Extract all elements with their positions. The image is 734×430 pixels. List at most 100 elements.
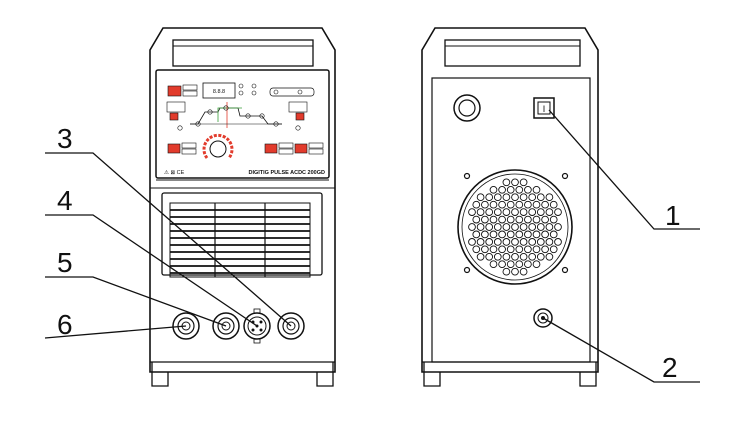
fan-hole [511,238,519,246]
rear-casing [421,27,599,373]
fan-hole [536,252,545,261]
rear-fan [457,169,573,285]
fan-hole [506,200,515,209]
fan-hole [498,260,506,269]
fan-hole [502,223,511,231]
panel-marks: ⚠ ⊠ CE [164,169,185,176]
fan-hole [536,193,545,202]
fan-hole [532,185,541,194]
fan-hole [524,230,532,239]
fan-hole [502,267,511,276]
fan-hole [489,230,498,239]
fan-hole [493,252,502,261]
fan-hole [524,185,532,194]
fan-hole [506,185,515,194]
rear-cable-gland [453,94,481,122]
fan-hole [472,215,481,224]
vent-slats [170,209,310,274]
fan-hole [545,223,554,231]
fan-hole [528,223,537,231]
fan-hole [545,252,554,261]
fan-hole [489,200,498,209]
control-knob [209,140,227,158]
fan-hole [481,245,489,254]
fan-hole [481,230,489,239]
fan-hole [536,208,545,216]
callouts: 1 2 3 4 5 6 [44,109,700,383]
fan-hole [519,252,528,261]
fan-hole [511,223,519,231]
fan-hole [541,215,549,224]
fan-hole [498,200,506,209]
fan-hole [468,238,476,246]
fan-hole [502,238,511,246]
rear-view: I [421,27,599,387]
rear-panel [431,77,591,363]
fan-hole [498,185,506,194]
power-switch: I [533,97,555,119]
rear-foot-right [579,362,597,387]
fan-hole [519,178,528,187]
fan-hole [493,238,502,246]
fan-hole [476,238,485,246]
front-vent [161,192,323,276]
fan-hole [519,208,528,216]
fan-hole [506,230,515,239]
fan-hole [536,223,545,231]
fan-hole [528,193,537,202]
panel-button-red [167,85,182,97]
fan-hole [524,245,532,254]
fan-hole [528,208,537,216]
fan-hole [515,215,524,224]
fan-hole [485,223,494,231]
fan-hole [502,208,511,216]
fan-hole [489,245,498,254]
fan-hole [511,193,519,202]
fan-hole [532,215,541,224]
fan-hole [511,252,519,261]
leader-line-5 [45,276,227,327]
fan-hole [493,223,502,231]
fan-hole [468,208,476,216]
front-socket-right [277,312,305,340]
model-label: DIGITIG PULSE ACDC 200GD [248,170,325,176]
front-foot-left [151,362,169,387]
callout-4: 4 [57,185,73,216]
fan-hole [545,193,554,202]
fan-hole [511,178,519,187]
fan-hole [524,215,532,224]
fan-hole [485,193,494,202]
fan-hole [468,223,476,231]
fan-hole [515,200,524,209]
fan-hole [536,238,545,246]
fan-hole [515,230,524,239]
fan-hole [502,252,511,261]
fan-hole [545,238,554,246]
fan-hole [515,260,524,269]
fan-hole [506,215,515,224]
callout-5: 5 [57,247,73,278]
fan-hole [519,223,528,231]
fan-hole [506,245,515,254]
fan-hole [541,230,549,239]
fan-hole [506,260,515,269]
fan-hole [549,230,558,239]
fan-hole [502,193,511,202]
switch-glyph: I [543,104,546,114]
callout-6: 6 [57,309,73,340]
front-casing [149,27,336,373]
fan-hole [541,200,549,209]
fan-hole [472,245,481,254]
fan-hole [519,267,528,276]
fan-hole [476,223,485,231]
knob-scale [202,133,234,159]
fan-hole [476,193,485,202]
leader-line-1 [548,109,700,230]
rear-foot-left [423,362,441,387]
fan-hole [493,193,502,202]
fan-hole [476,252,485,261]
fan-hole [545,208,554,216]
fan-hole [485,238,494,246]
